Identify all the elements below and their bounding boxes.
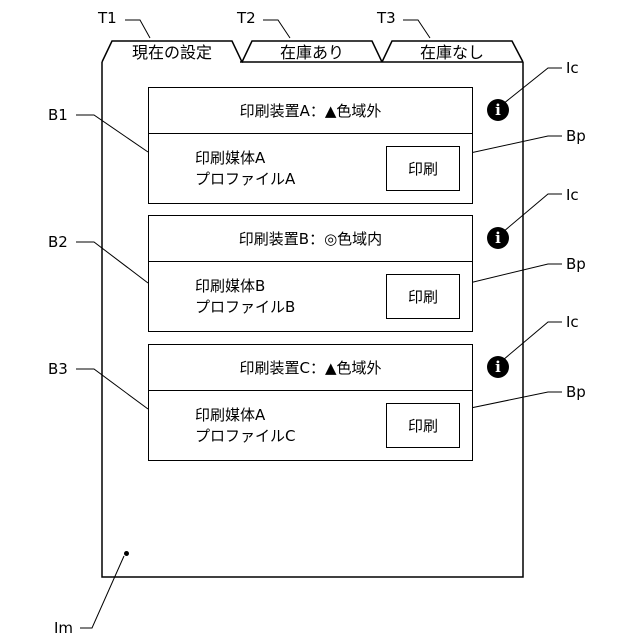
ref-label-ic: Ic: [566, 186, 579, 204]
device-gamut-status: 印刷装置B：◎色域内: [149, 216, 472, 262]
leader-b2: [76, 242, 148, 283]
leader-b1: [76, 115, 148, 152]
card-body: 印刷媒体B プロファイルB 印刷: [149, 262, 472, 332]
ref-label-t3: T3: [377, 9, 396, 27]
leader-bp3: [461, 392, 562, 410]
device-gamut-status: 印刷装置A：▲色域外: [149, 88, 472, 134]
media-info: 印刷媒体A プロファイルA: [195, 148, 295, 190]
leader-bp2: [461, 264, 562, 285]
tab-in-stock[interactable]: 在庫あり: [252, 43, 372, 63]
leader-t2: [263, 20, 290, 38]
info-icon[interactable]: i: [487, 356, 509, 378]
profile-name: プロファイルB: [195, 297, 295, 318]
print-device-card: 印刷装置C：▲色域外 印刷媒体A プロファイルC 印刷: [148, 344, 473, 461]
tab-out-of-stock[interactable]: 在庫なし: [392, 43, 512, 63]
leader-t3: [403, 20, 430, 38]
print-button[interactable]: 印刷: [386, 403, 460, 448]
ref-label-bp: Bp: [566, 255, 586, 273]
leader-b3: [76, 369, 148, 409]
ref-label-ic: Ic: [566, 59, 579, 77]
profile-name: プロファイルC: [195, 426, 295, 447]
profile-name: プロファイルA: [195, 169, 295, 190]
print-button[interactable]: 印刷: [386, 146, 460, 191]
ref-label-ic: Ic: [566, 313, 579, 331]
ref-label-t1: T1: [98, 9, 117, 27]
media-info: 印刷媒体A プロファイルC: [195, 405, 295, 447]
ref-label-im: Im: [54, 619, 73, 637]
screen-marker-dot: [124, 551, 129, 556]
card-body: 印刷媒体A プロファイルA 印刷: [149, 134, 472, 204]
media-name: 印刷媒体B: [195, 276, 295, 297]
ref-label-bp: Bp: [566, 127, 586, 145]
print-device-card: 印刷装置A：▲色域外 印刷媒体A プロファイルA 印刷: [148, 87, 473, 204]
tab-current-settings[interactable]: 現在の設定: [112, 43, 232, 63]
ref-label-b2: B2: [48, 233, 68, 251]
media-name: 印刷媒体A: [195, 405, 295, 426]
ref-label-bp: Bp: [566, 383, 586, 401]
leader-ic1: [503, 68, 562, 104]
info-icon[interactable]: i: [487, 99, 509, 121]
ref-label-t2: T2: [237, 9, 256, 27]
print-device-card: 印刷装置B：◎色域内 印刷媒体B プロファイルB 印刷: [148, 215, 473, 332]
media-info: 印刷媒体B プロファイルB: [195, 276, 295, 318]
media-name: 印刷媒体A: [195, 148, 295, 169]
card-body: 印刷媒体A プロファイルC 印刷: [149, 391, 472, 461]
info-icon[interactable]: i: [487, 227, 509, 249]
device-gamut-status: 印刷装置C：▲色域外: [149, 345, 472, 391]
leader-ic2: [503, 194, 562, 232]
ref-label-b3: B3: [48, 360, 68, 378]
leader-ic3: [503, 322, 562, 360]
ref-label-b1: B1: [48, 106, 68, 124]
leader-t1: [125, 20, 150, 38]
print-button[interactable]: 印刷: [386, 274, 460, 319]
leader-bp1: [461, 136, 562, 155]
